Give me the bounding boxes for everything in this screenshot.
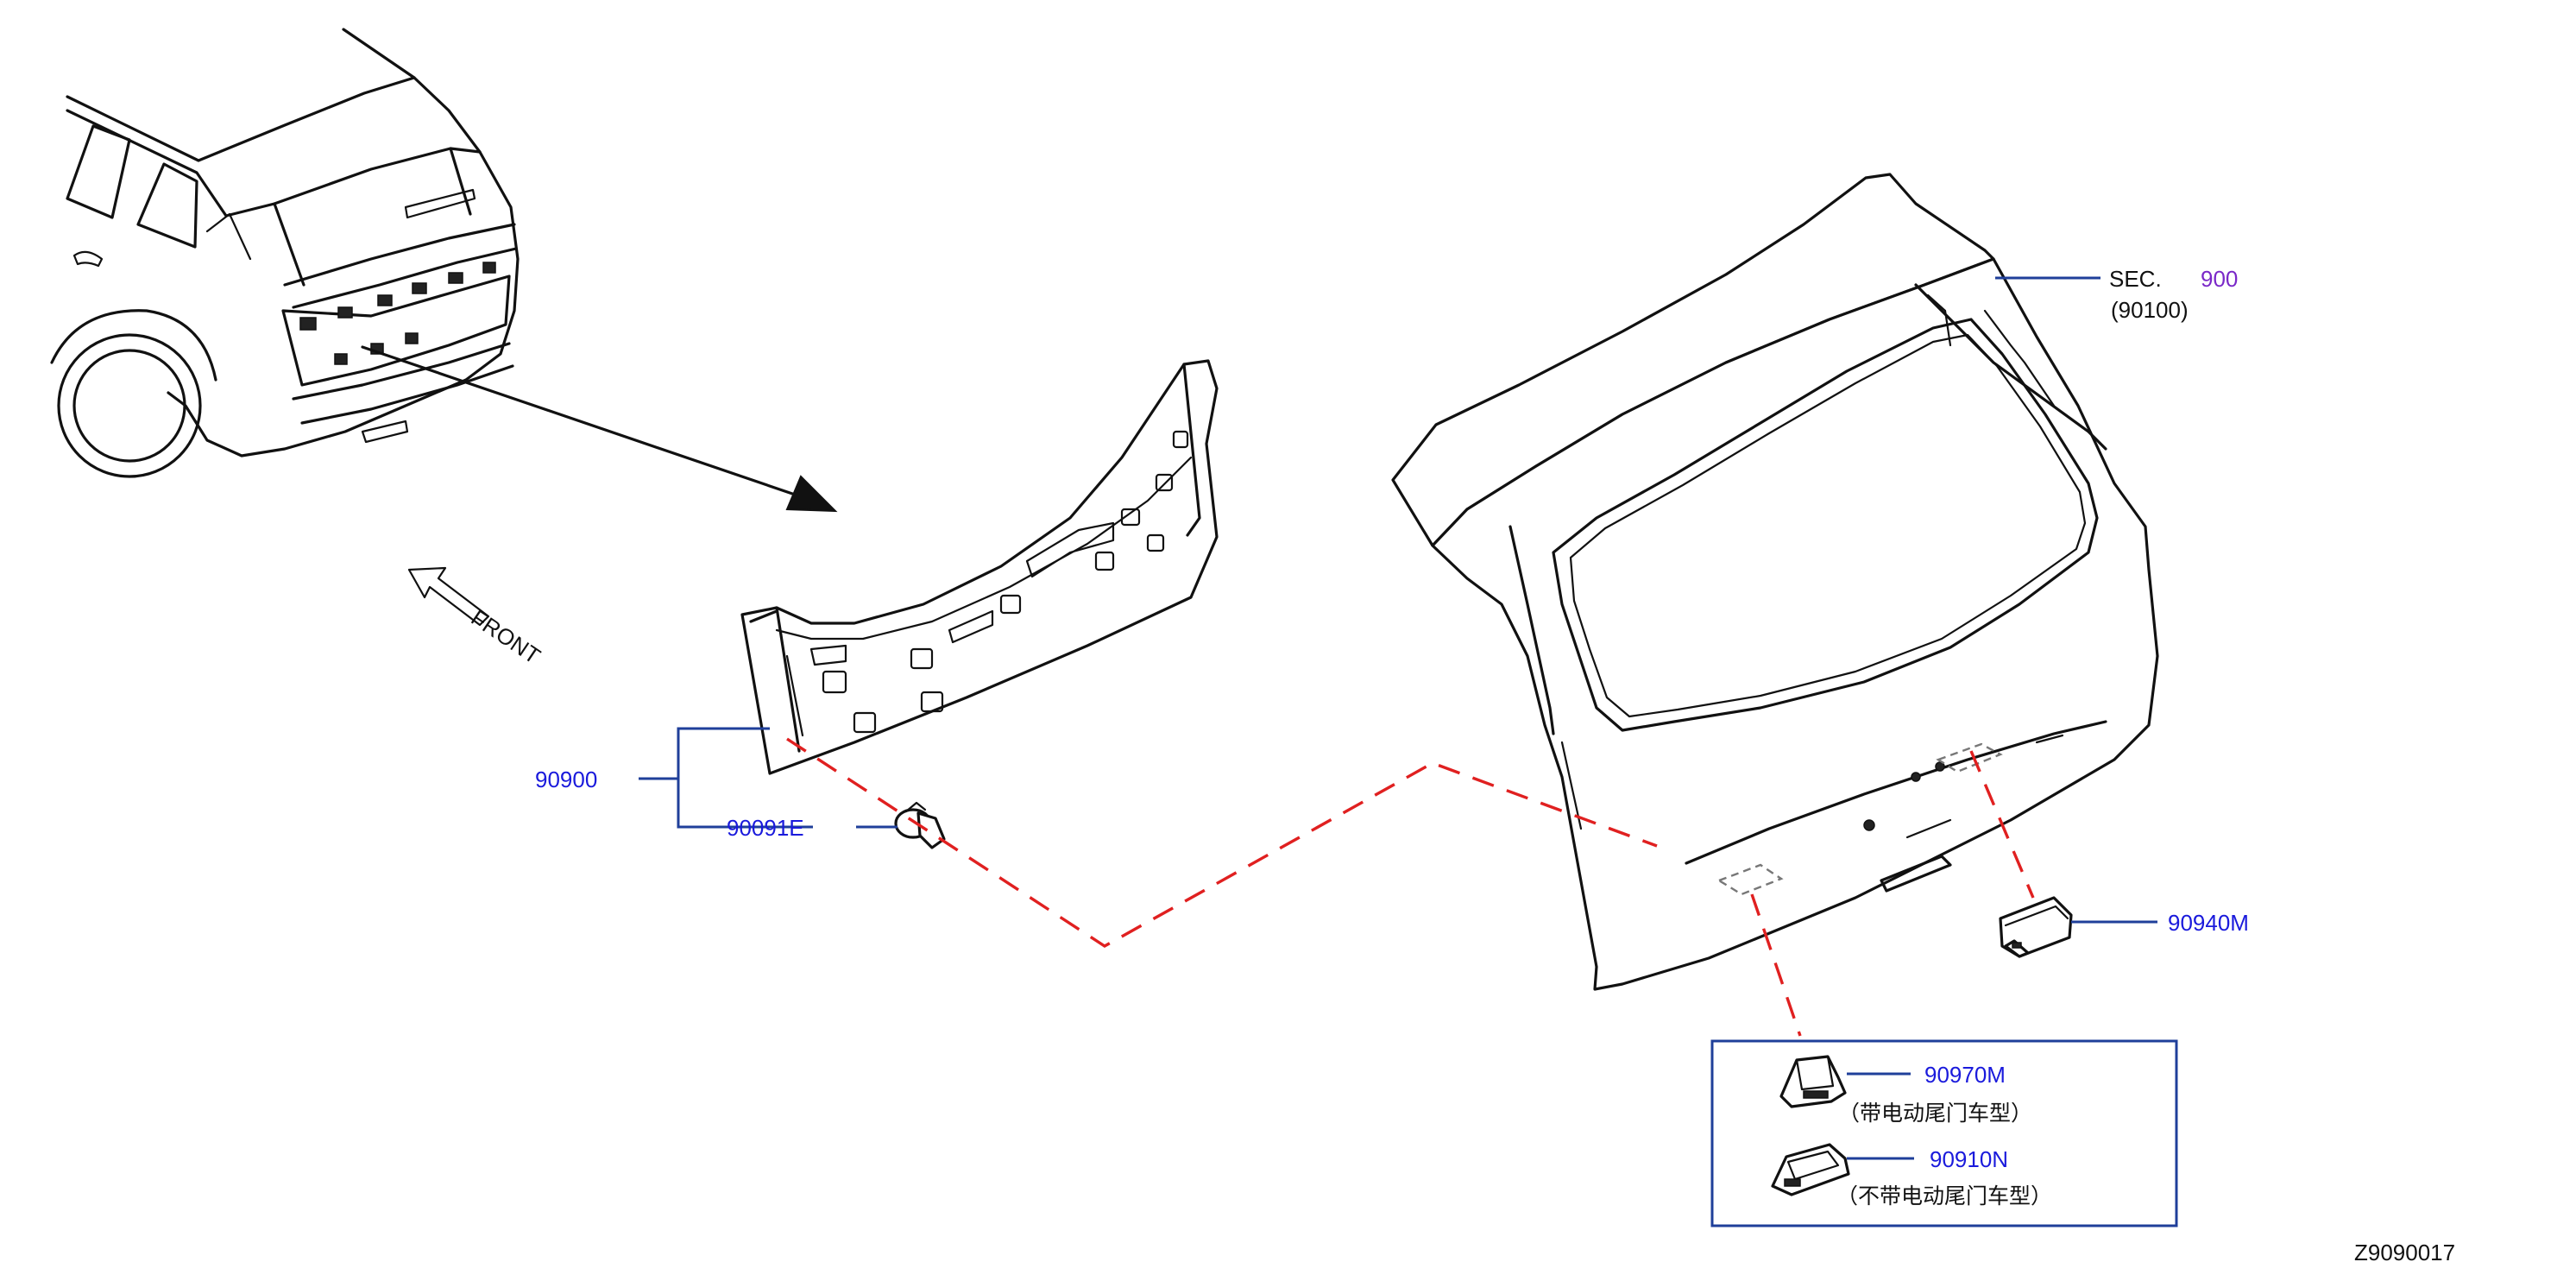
opener-switch-box <box>1710 1039 2178 1227</box>
back-door-finisher-drawing <box>740 359 1219 775</box>
vehicle-overview-drawing <box>50 28 838 513</box>
callout-90900: 90900 <box>535 767 597 792</box>
section-ref-prefix: SEC. <box>2109 266 2162 292</box>
front-direction-marker: FRONT <box>407 566 545 669</box>
license-lamp-drawing <box>1999 896 2073 958</box>
note-with-power-back-door: （带电动尾门车型） <box>1838 1101 2032 1126</box>
note-without-power-back-door: （不带电动尾门车型） <box>1836 1183 2052 1208</box>
section-ref-sub: (90100) <box>2111 297 2189 323</box>
clip-part-drawing <box>894 801 946 849</box>
front-label: FRONT <box>467 604 545 669</box>
dashed-guide-lines <box>786 737 2035 1037</box>
leader-lines <box>639 276 2157 1160</box>
callout-90970m: 90970M <box>1924 1062 2006 1088</box>
drawing-code: Z9090017 <box>2354 1240 2455 1265</box>
section-ref-number: 900 <box>2201 266 2238 292</box>
callout-90940m: 90940M <box>2168 910 2249 936</box>
callout-90091e: 90091E <box>727 815 804 841</box>
callout-90910n: 90910N <box>1930 1146 2008 1172</box>
back-door-panel-drawing <box>1391 173 2159 991</box>
